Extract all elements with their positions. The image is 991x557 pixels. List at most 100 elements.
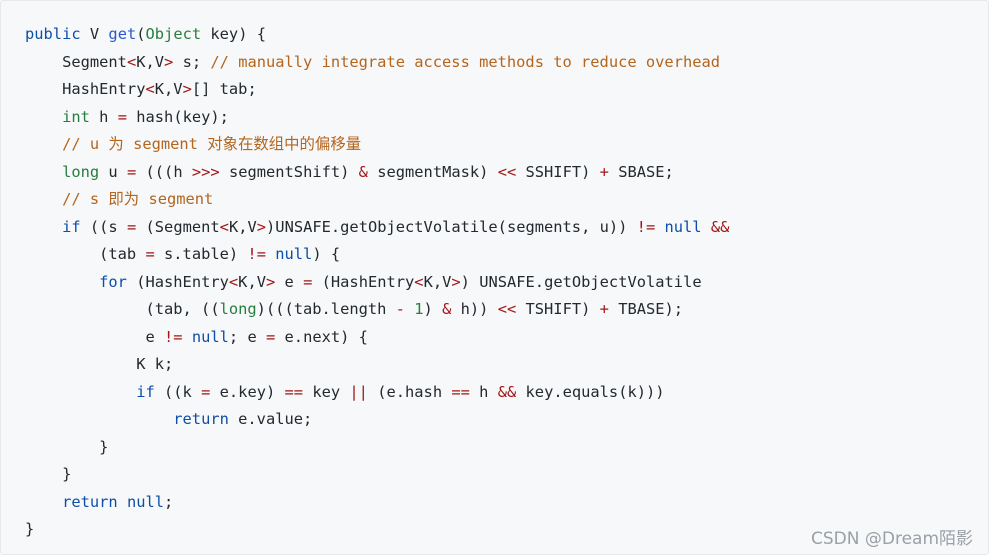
code-token: != xyxy=(164,327,183,346)
code-token: > xyxy=(265,272,276,291)
code-token: = xyxy=(126,162,137,181)
code-line: // s 即为 segment xyxy=(25,186,729,214)
code-token xyxy=(266,245,275,263)
code-token: K k; xyxy=(25,355,174,373)
code-token: key) { xyxy=(201,25,266,43)
code-token: e.value; xyxy=(228,410,313,428)
code-token: >>> xyxy=(191,162,220,181)
code-token: ((k xyxy=(154,382,202,401)
code-text: public V get(Object key) { Segment<K,V> … xyxy=(25,21,729,544)
code-line: for (HashEntry<K,V> e = (HashEntry<K,V>)… xyxy=(25,269,729,297)
code-token: if xyxy=(136,382,155,401)
code-token: = xyxy=(201,382,211,401)
code-token: ) UNSAFE.getObjectVolatile xyxy=(460,272,702,291)
code-token: && xyxy=(710,217,730,236)
code-line: } xyxy=(25,461,729,489)
code-token: ; e xyxy=(228,327,266,346)
code-line: Segment<K,V> s; // manually integrate ac… xyxy=(25,49,729,77)
code-token: ((s xyxy=(80,217,127,236)
code-token: null xyxy=(275,245,313,263)
code-token: return xyxy=(62,492,118,511)
code-token: - xyxy=(395,300,405,318)
code-token: )UNSAFE.getObjectVolatile(segments, u)) xyxy=(266,217,637,236)
watermark: CSDN @Dream陌影 xyxy=(810,529,973,549)
code-token: ) xyxy=(423,300,443,318)
code-token: > xyxy=(256,217,267,236)
code-line: return null; xyxy=(25,489,729,517)
code-token: Object xyxy=(145,25,202,43)
code-token: segmentMask) xyxy=(367,162,498,181)
code-token: < xyxy=(145,80,155,98)
code-token: } xyxy=(25,520,35,538)
code-token: } xyxy=(25,465,72,483)
code-line: K k; xyxy=(25,351,729,379)
code-token: (((h xyxy=(136,162,192,181)
code-token: << xyxy=(497,300,517,318)
code-token: & xyxy=(442,300,452,318)
code-token: int xyxy=(62,107,90,126)
code-token: Segment xyxy=(25,52,127,71)
code-token xyxy=(655,218,664,236)
code-token: K,V xyxy=(228,217,257,236)
code-line: } xyxy=(25,516,729,544)
code-token: 1 xyxy=(414,300,424,318)
code-token: HashEntry xyxy=(25,80,146,98)
code-token: < xyxy=(228,272,239,291)
code-token: key xyxy=(303,382,350,401)
code-token xyxy=(25,410,173,428)
code-line: if ((s = (Segment<K,V>)UNSAFE.getObjectV… xyxy=(25,214,729,242)
code-token xyxy=(25,163,62,181)
code-token: == xyxy=(284,382,304,401)
code-token: (HashEntry xyxy=(312,272,415,291)
code-line: return e.value; xyxy=(25,406,729,434)
code-token: null xyxy=(664,217,702,236)
code-token: // s 即为 segment xyxy=(62,190,214,208)
code-token: null xyxy=(126,492,165,511)
code-token: = xyxy=(265,327,276,346)
code-token xyxy=(405,300,414,318)
code-token: << xyxy=(497,162,517,181)
code-token: e.key) xyxy=(210,382,285,401)
code-token: ; xyxy=(164,492,174,511)
code-token: segmentShift) xyxy=(219,162,359,181)
code-token: + xyxy=(599,300,609,318)
code-token: < xyxy=(126,52,137,71)
code-token xyxy=(25,273,99,291)
code-token xyxy=(25,135,62,153)
code-token: + xyxy=(599,162,609,181)
code-token: V xyxy=(80,25,109,43)
code-token: = xyxy=(145,245,155,263)
code-token: != xyxy=(636,217,656,236)
code-token: key.equals(k))) xyxy=(516,382,665,401)
code-token: return xyxy=(173,410,229,428)
code-token: || xyxy=(349,382,368,401)
code-token: = xyxy=(117,107,127,126)
code-line: HashEntry<K,V>[] tab; xyxy=(25,76,729,104)
code-token: TSHIFT) xyxy=(516,300,600,318)
code-token: e xyxy=(275,272,304,291)
code-line: long u = (((h >>> segmentShift) & segmen… xyxy=(25,159,729,187)
code-token: hash(key); xyxy=(126,107,229,126)
code-token: (e.hash xyxy=(367,382,452,401)
code-token: e.next) { xyxy=(275,327,368,346)
code-token: K,V xyxy=(154,80,183,98)
code-token: get xyxy=(108,25,137,43)
code-token: h)) xyxy=(451,300,498,318)
code-token xyxy=(25,190,62,208)
code-token: // manually integrate access methods to … xyxy=(210,52,721,71)
code-token: (tab xyxy=(25,245,146,263)
code-token: == xyxy=(451,382,470,401)
code-token: for xyxy=(99,272,127,291)
code-token xyxy=(25,493,62,511)
code-token: < xyxy=(414,272,424,291)
code-token: < xyxy=(219,217,229,236)
code-token: (HashEntry xyxy=(126,272,229,291)
code-token: = xyxy=(303,272,313,291)
code-line: (tab, ((long)(((tab.length - 1) & h)) <<… xyxy=(25,296,729,324)
code-token: h xyxy=(89,107,118,126)
code-token: = xyxy=(126,217,137,236)
code-token: & xyxy=(358,162,368,181)
code-line: if ((k = e.key) == key || (e.hash == h &… xyxy=(25,379,729,407)
code-token: != xyxy=(247,245,266,263)
